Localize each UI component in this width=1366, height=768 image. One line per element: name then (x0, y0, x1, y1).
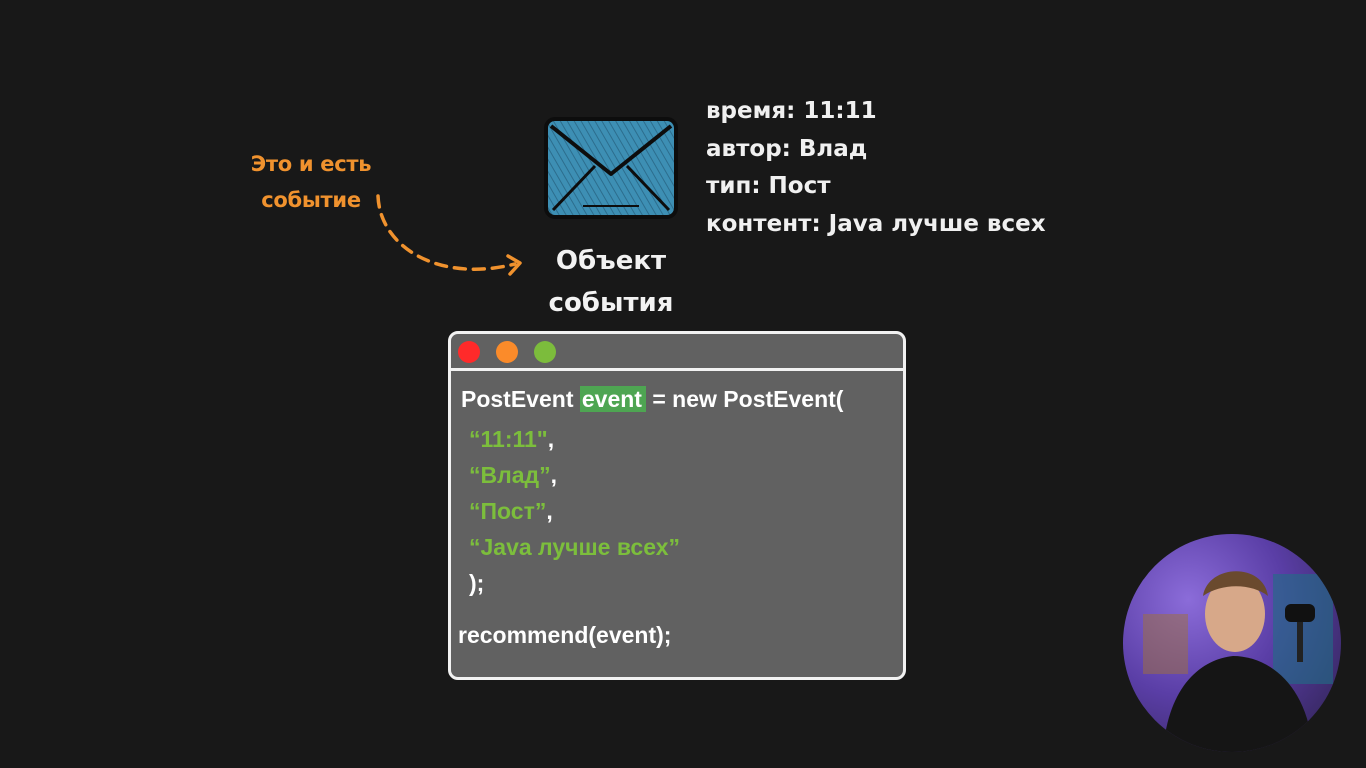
code-arg-separator: , (547, 426, 555, 452)
code-arg-separator: , (550, 462, 558, 488)
code-arg-line: “Влад”, (469, 462, 557, 489)
property-author: автор: Влад (706, 135, 868, 162)
annotation-line-2: событие (261, 188, 361, 212)
event-object-title: Объект события (528, 240, 694, 324)
code-arg-string: “Java лучше всех” (469, 534, 680, 560)
maximize-dot-icon (534, 341, 556, 363)
event-object-title-line-1: Объект (555, 246, 667, 276)
event-object-title-line-2: события (548, 288, 674, 318)
code-line-call: recommend(event); (458, 622, 672, 648)
property-time: время: 11:11 (706, 98, 877, 124)
code-arg-separator: , (546, 498, 553, 524)
code-type: PostEvent (461, 386, 580, 412)
code-arg-string: “11:11" (469, 426, 548, 452)
code-arg-line: “Пост”, (469, 498, 553, 525)
close-dot-icon (458, 341, 480, 363)
code-arg-string: “Пост” (469, 498, 547, 524)
presenter-video-avatar (1123, 534, 1341, 752)
event-properties-list: время: 11:11 автор: Влад тип: Пост конте… (706, 93, 1046, 243)
code-arg-line: “Java лучше всех” (469, 534, 680, 561)
presenter-silhouette-icon (1143, 571, 1333, 752)
code-variable-highlight: event (579, 386, 646, 412)
property-type: тип: Пост (706, 173, 831, 199)
code-window-titlebar (451, 334, 903, 371)
code-line-declaration: PostEvent event = new PostEvent( (461, 386, 843, 413)
code-constructor: = new PostEvent( (645, 386, 844, 412)
code-arg-line: “11:11", (469, 426, 554, 453)
code-window: PostEvent event = new PostEvent( “11:11"… (448, 331, 906, 680)
annotation-line-1: Это и есть (250, 152, 372, 176)
minimize-dot-icon (496, 341, 518, 363)
envelope-icon (544, 117, 678, 219)
dashed-arrow-icon (376, 194, 522, 276)
property-content: контент: Java лучше всех (706, 210, 1046, 237)
code-arg-string: “Влад” (469, 462, 551, 488)
annotation-text: Это и есть событие (236, 146, 386, 218)
code-close-paren: ); (469, 570, 485, 596)
